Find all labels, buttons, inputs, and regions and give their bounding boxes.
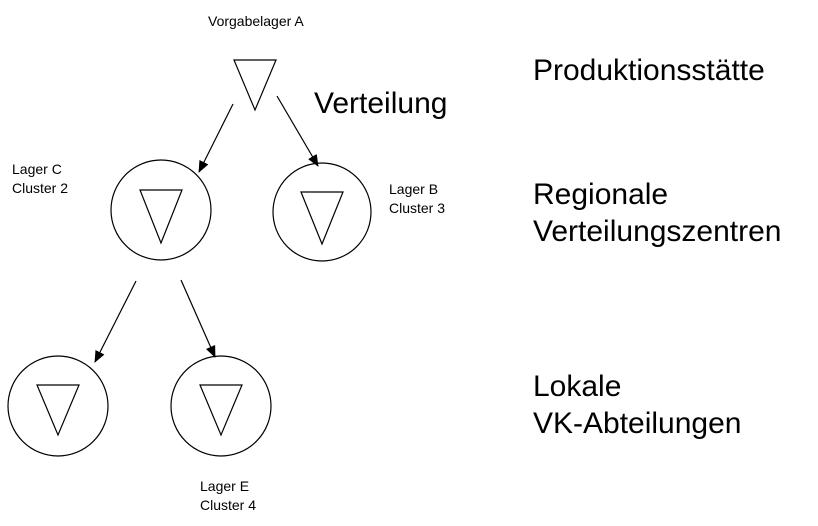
vorgabelager-a-label: Vorgabelager A [208,12,304,31]
lager-b-line2: Cluster 3 [389,200,446,216]
lager-c-triangle-icon [139,189,183,245]
vorgabelager-a-name: Vorgabelager A [208,13,304,29]
level-label-production: Produktionsstätte [533,52,765,89]
lager-c-line2: Cluster 2 [12,180,69,196]
lager-c-line1: Lager C [12,161,62,177]
edge-label-verteilung: Verteilung [314,85,447,122]
lager-e-line2: Cluster 4 [200,497,257,513]
level-local-line1: Lokale [533,370,622,403]
lager-e-line1: Lager E [200,478,250,494]
vorgabelager-a-triangle-icon [233,59,277,112]
lager-c-label: Lager C Cluster 2 [12,160,68,198]
lager-b-line1: Lager B [389,181,439,197]
level-label-regional: Regionale Verteilungszentren [533,176,782,250]
level-production-line1: Produktionsstätte [533,54,765,87]
level-regional-line1: Regionale [533,178,669,211]
lager-e-label: Lager E Cluster 4 [200,477,256,515]
local-store-left-circle [7,355,109,457]
lager-b-circle [272,162,372,262]
lager-e-triangle-icon [199,384,243,437]
local-store-left-triangle-icon [36,384,80,437]
lager-e-circle [170,355,272,457]
lager-c-circle [110,159,212,261]
level-local-line2: VK-Abteilungen [533,407,742,440]
lager-b-triangle-icon [300,191,344,246]
arrow-c-to-e [180,279,216,358]
lager-b-label: Lager B Cluster 3 [389,180,445,218]
arrow-a-to-c [198,103,234,173]
level-regional-line2: Verteilungszentren [533,215,782,248]
level-label-local: Lokale VK-Abteilungen [533,368,741,442]
edge-label-text: Verteilung [314,87,448,120]
arrow-c-to-left [94,280,137,363]
arrow-a-to-b [276,95,319,167]
